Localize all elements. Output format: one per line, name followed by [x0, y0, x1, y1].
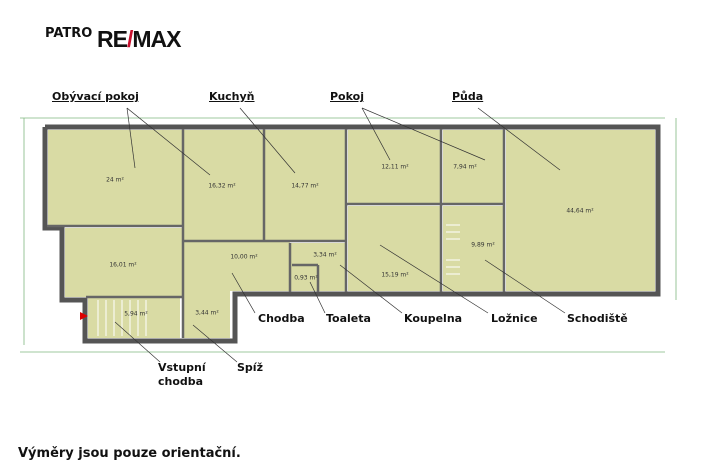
- room-area: 15,19 m²: [381, 271, 409, 279]
- leader-lines: [114, 107, 566, 363]
- floor-title: PATRO: [45, 26, 93, 41]
- room-area: 0,93 m²: [294, 274, 318, 282]
- label-koupelna: Koupelna: [404, 312, 463, 325]
- walls: [42, 124, 661, 344]
- label-spiz: Spíž: [237, 361, 263, 374]
- room-area: 10,00 m²: [230, 253, 258, 261]
- label-chodba: Chodba: [258, 312, 305, 325]
- room-area: 24 m²: [106, 176, 124, 184]
- entrance-arrow-icon: [80, 312, 88, 320]
- label-vstupni: Vstupní: [158, 361, 206, 374]
- room-fills: [48, 130, 655, 338]
- label-puda: Půda: [452, 90, 484, 103]
- label-kuchyn: Kuchyň: [209, 90, 255, 103]
- room-area: 5,94 m²: [124, 310, 148, 318]
- label-obyvaci-pokoj: Obývací pokoj: [52, 90, 139, 103]
- label-toaleta: Toaleta: [326, 312, 371, 325]
- dimension-lines: [20, 117, 677, 353]
- remax-logo: RE/MAX: [97, 26, 181, 52]
- room-area: 3,34 m²: [313, 251, 337, 259]
- room-area: 3,44 m²: [195, 309, 219, 317]
- room-area: 44,64 m²: [566, 207, 594, 215]
- label-loznice: Ložnice: [491, 312, 538, 325]
- label-pokoj: Pokoj: [330, 90, 364, 103]
- room-area: 7,94 m²: [453, 163, 477, 171]
- room-area: 14,77 m²: [291, 182, 319, 190]
- room-area: 12,11 m²: [381, 163, 409, 171]
- label-schodiste: Schodiště: [567, 312, 628, 325]
- stairs: [97, 224, 460, 336]
- room-area: 9,89 m²: [471, 241, 495, 249]
- room-area: 16,32 m²: [208, 182, 236, 190]
- disclaimer: Výměry jsou pouze orientační.: [18, 446, 241, 461]
- room-area: 16,01 m²: [109, 261, 137, 269]
- label-vstupni-chodba: chodba: [158, 375, 204, 388]
